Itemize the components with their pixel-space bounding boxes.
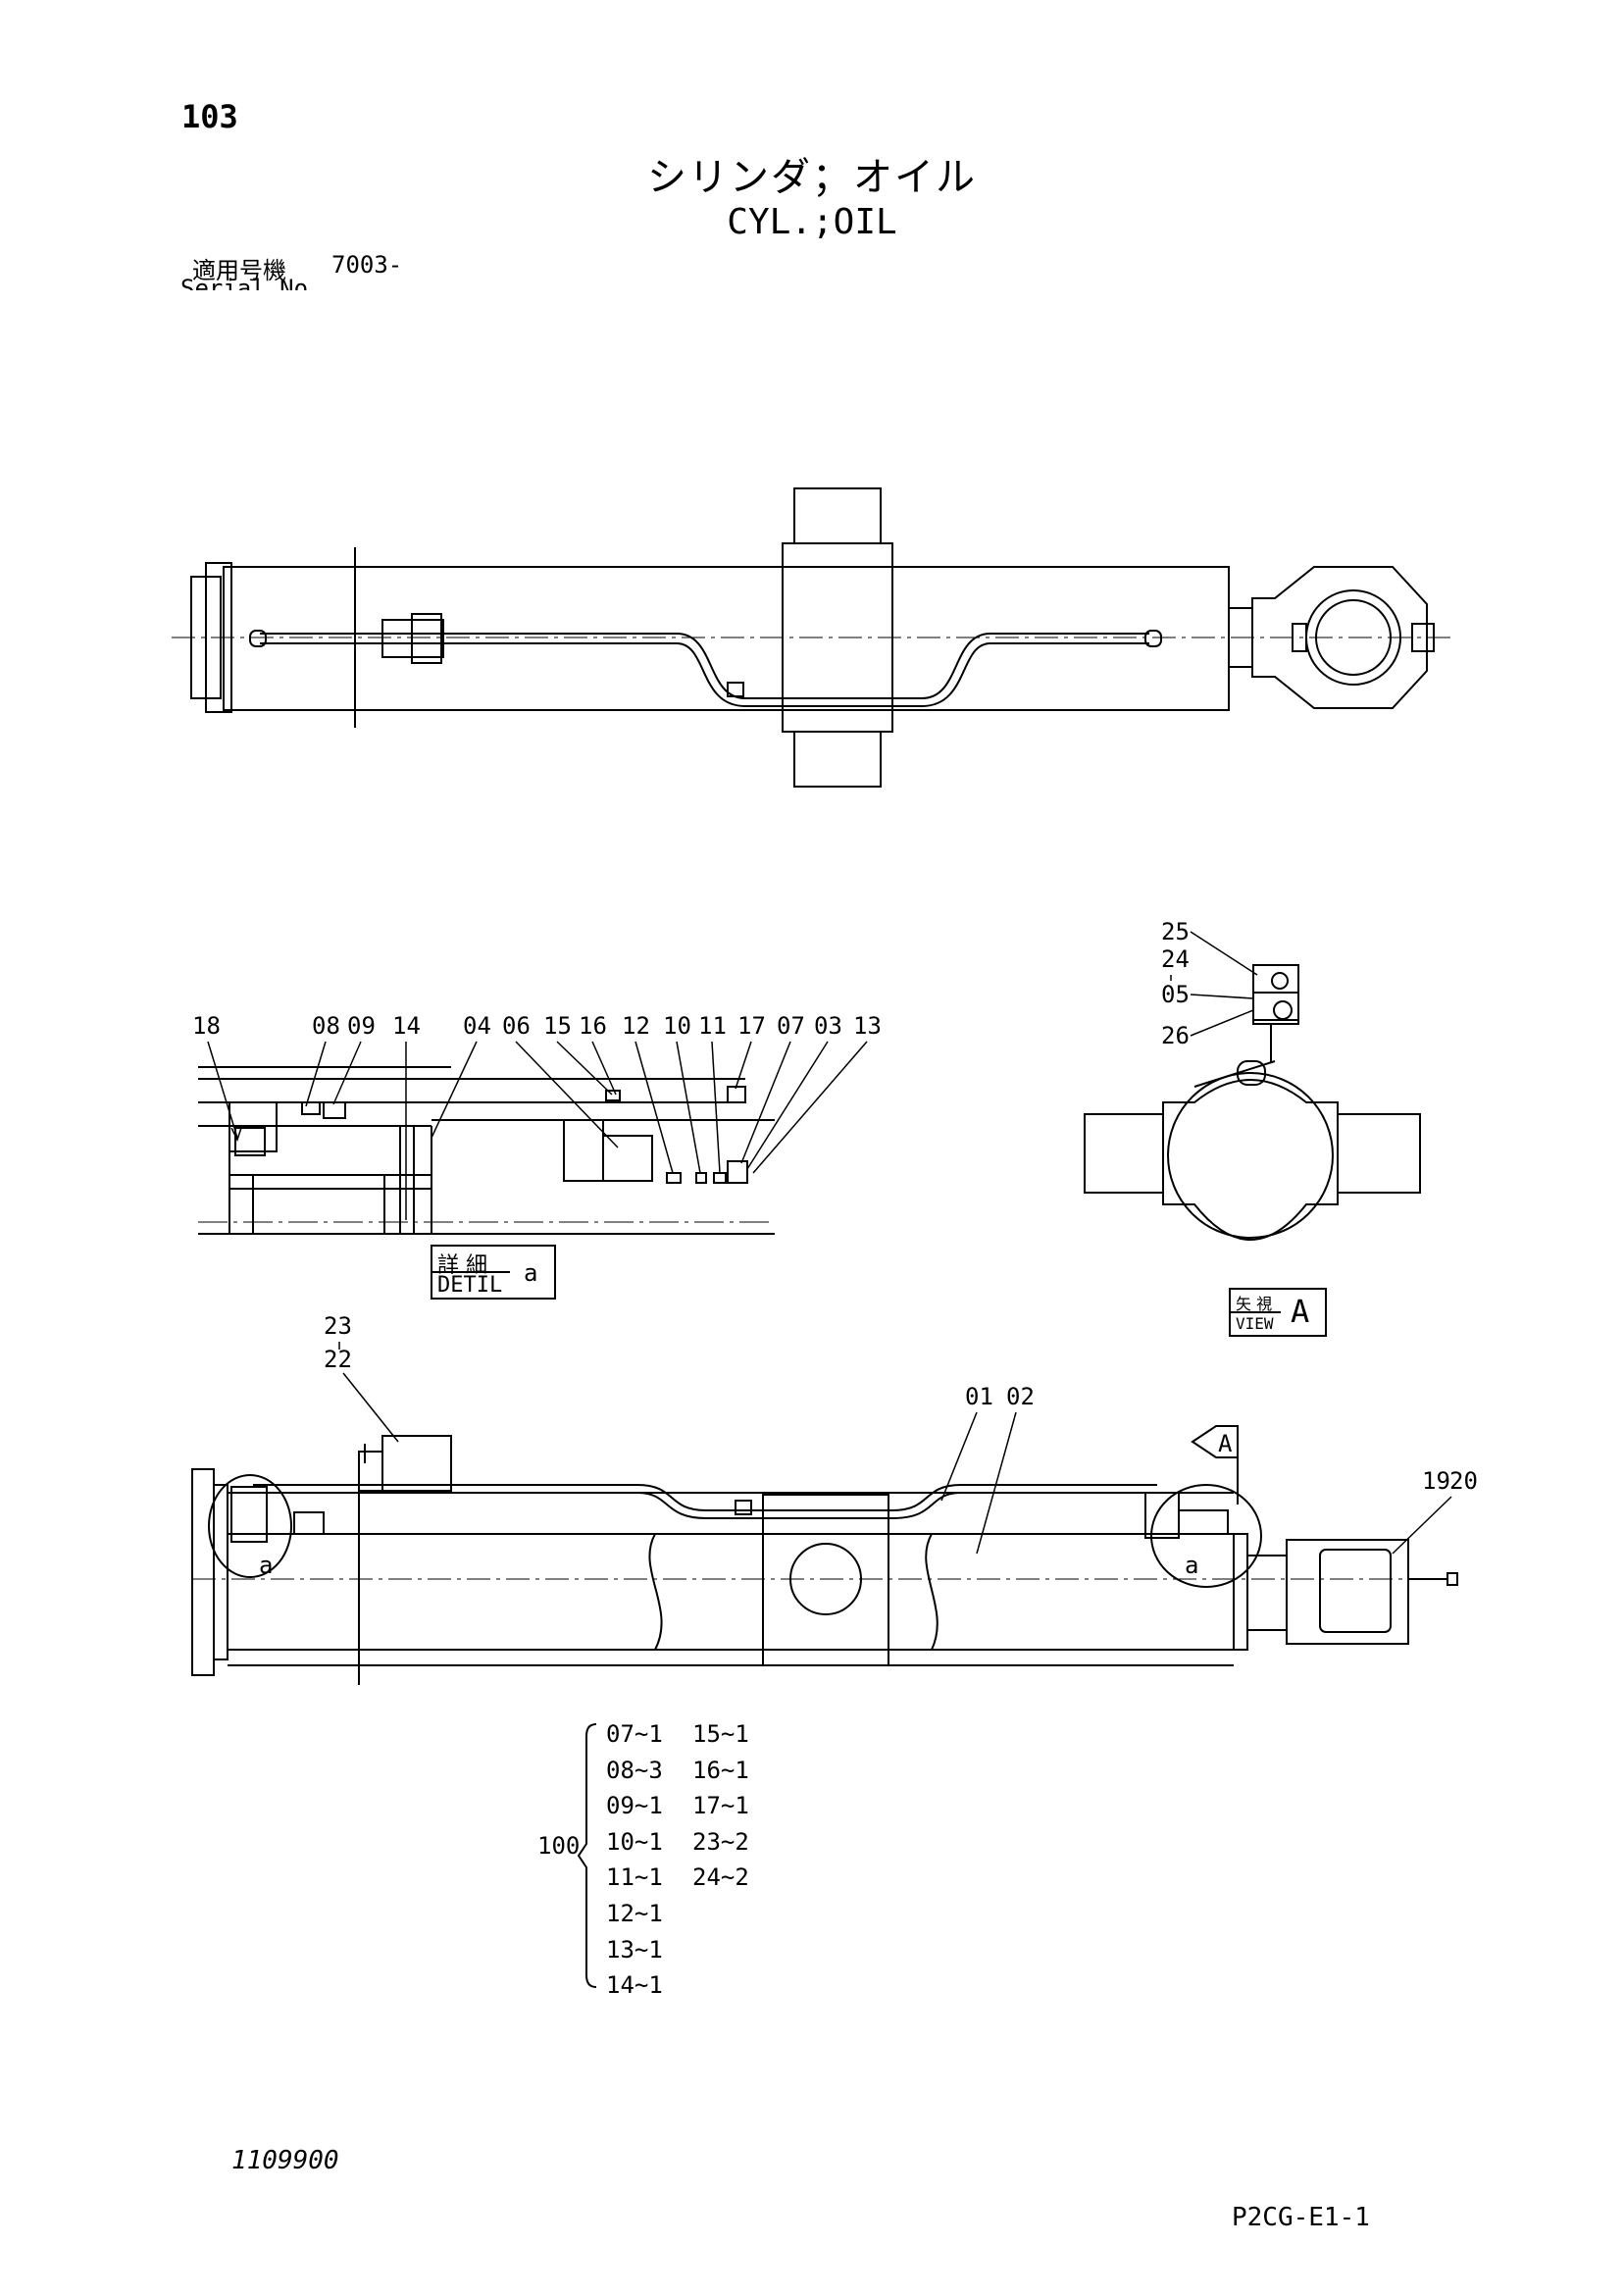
callout-23: 23: [324, 1312, 352, 1340]
kit-item: 11~1: [606, 1863, 663, 1892]
kit-item: 24~2: [692, 1863, 749, 1892]
callout-06: 06: [502, 1012, 531, 1040]
detail-mark-a-right: a: [1185, 1552, 1198, 1579]
callout-09: 09: [347, 1012, 376, 1040]
callout-24: 24: [1161, 945, 1190, 973]
serial-label-japanese: 適用号機: [192, 257, 286, 284]
kit-item: 10~1: [606, 1827, 663, 1856]
callout-20: 20: [1449, 1467, 1478, 1495]
callout-05: 05: [1161, 981, 1190, 1008]
kit-item: 08~3: [606, 1756, 663, 1784]
main-view: [191, 1425, 1458, 1685]
callout-11: 11: [698, 1012, 727, 1040]
view-a: [1084, 964, 1421, 1241]
kit-item: 09~1: [606, 1792, 663, 1820]
callout-16: 16: [579, 1012, 607, 1040]
callout-02: 02: [1006, 1383, 1035, 1410]
kit-column-2: 15~1 16~1 17~1 23~2 24~2: [692, 1716, 749, 1896]
serial-label-english: Serial No.: [180, 277, 323, 290]
kit-item: 15~1: [692, 1720, 749, 1748]
kit-item: 07~1: [606, 1720, 663, 1748]
view-a-callouts: 25 24 05 26: [1161, 918, 1190, 1049]
view-arrow-label: A: [1218, 1430, 1233, 1457]
kit-item: 17~1: [692, 1792, 749, 1820]
callout-01: 01: [965, 1383, 993, 1410]
view-tag-letter: A: [1291, 1293, 1310, 1330]
kit-brace: [577, 1723, 597, 1988]
callout-10: 10: [663, 1012, 691, 1040]
callout-03: 03: [814, 1012, 842, 1040]
callout-12: 12: [622, 1012, 650, 1040]
callout-17: 17: [737, 1012, 766, 1040]
kit-item: 14~1: [606, 1971, 663, 2000]
top-view: [172, 487, 1451, 788]
detail-a-callouts: 18 08 09 14 04 06 15 16 12 10 11 17 07 0…: [192, 1012, 882, 1040]
kit-item: 12~1: [606, 1899, 663, 1927]
callout-08: 08: [312, 1012, 340, 1040]
detail-mark-a-left: a: [259, 1552, 273, 1579]
callout-25: 25: [1161, 918, 1190, 945]
view-tag-en: VIEW: [1236, 1314, 1274, 1333]
detail-tag-jp: 詳 細: [437, 1253, 487, 1278]
detail-a-tag: [431, 1245, 556, 1300]
drawing-number: 1109900: [231, 2146, 339, 2175]
callout-14: 14: [392, 1012, 421, 1040]
kit-column-1: 07~1 08~3 09~1 10~1 11~1 12~1 13~1 14~1: [606, 1716, 663, 2004]
main-view-leaders: [338, 1342, 1452, 1555]
detail-tag-en: DETIL: [437, 1273, 503, 1298]
main-view-labels: 23 22 01 02 19 20 a a A: [259, 1312, 1478, 1579]
view-tag-jp: 矢 視: [1236, 1295, 1273, 1313]
view-a-tag: [1229, 1288, 1327, 1337]
serial-value: 7003-: [331, 251, 403, 279]
title-english: CYL.;OIL: [727, 202, 897, 242]
view-a-leaders: [1170, 931, 1258, 1037]
callout-22: 22: [324, 1346, 352, 1373]
page-reference: P2CG-E1-1: [1232, 2203, 1370, 2232]
callout-19: 19: [1422, 1467, 1450, 1495]
kit-item: 16~1: [692, 1756, 749, 1784]
kit-item: 23~2: [692, 1827, 749, 1856]
callout-26: 26: [1161, 1022, 1190, 1049]
callout-13: 13: [853, 1012, 882, 1040]
detail-tag-letter: a: [524, 1259, 538, 1287]
callout-04: 04: [463, 1012, 491, 1040]
callout-07: 07: [777, 1012, 805, 1040]
callout-15: 15: [543, 1012, 572, 1040]
detail-a-view: [198, 1066, 775, 1235]
kit-item: 13~1: [606, 1935, 663, 1964]
page-number: 103: [181, 98, 238, 135]
callout-18: 18: [192, 1012, 221, 1040]
detail-a-leaders: [207, 1041, 868, 1220]
title-japanese: シリンダ；オイル: [647, 155, 977, 200]
kit-assembly-number: 100: [537, 1832, 581, 1860]
